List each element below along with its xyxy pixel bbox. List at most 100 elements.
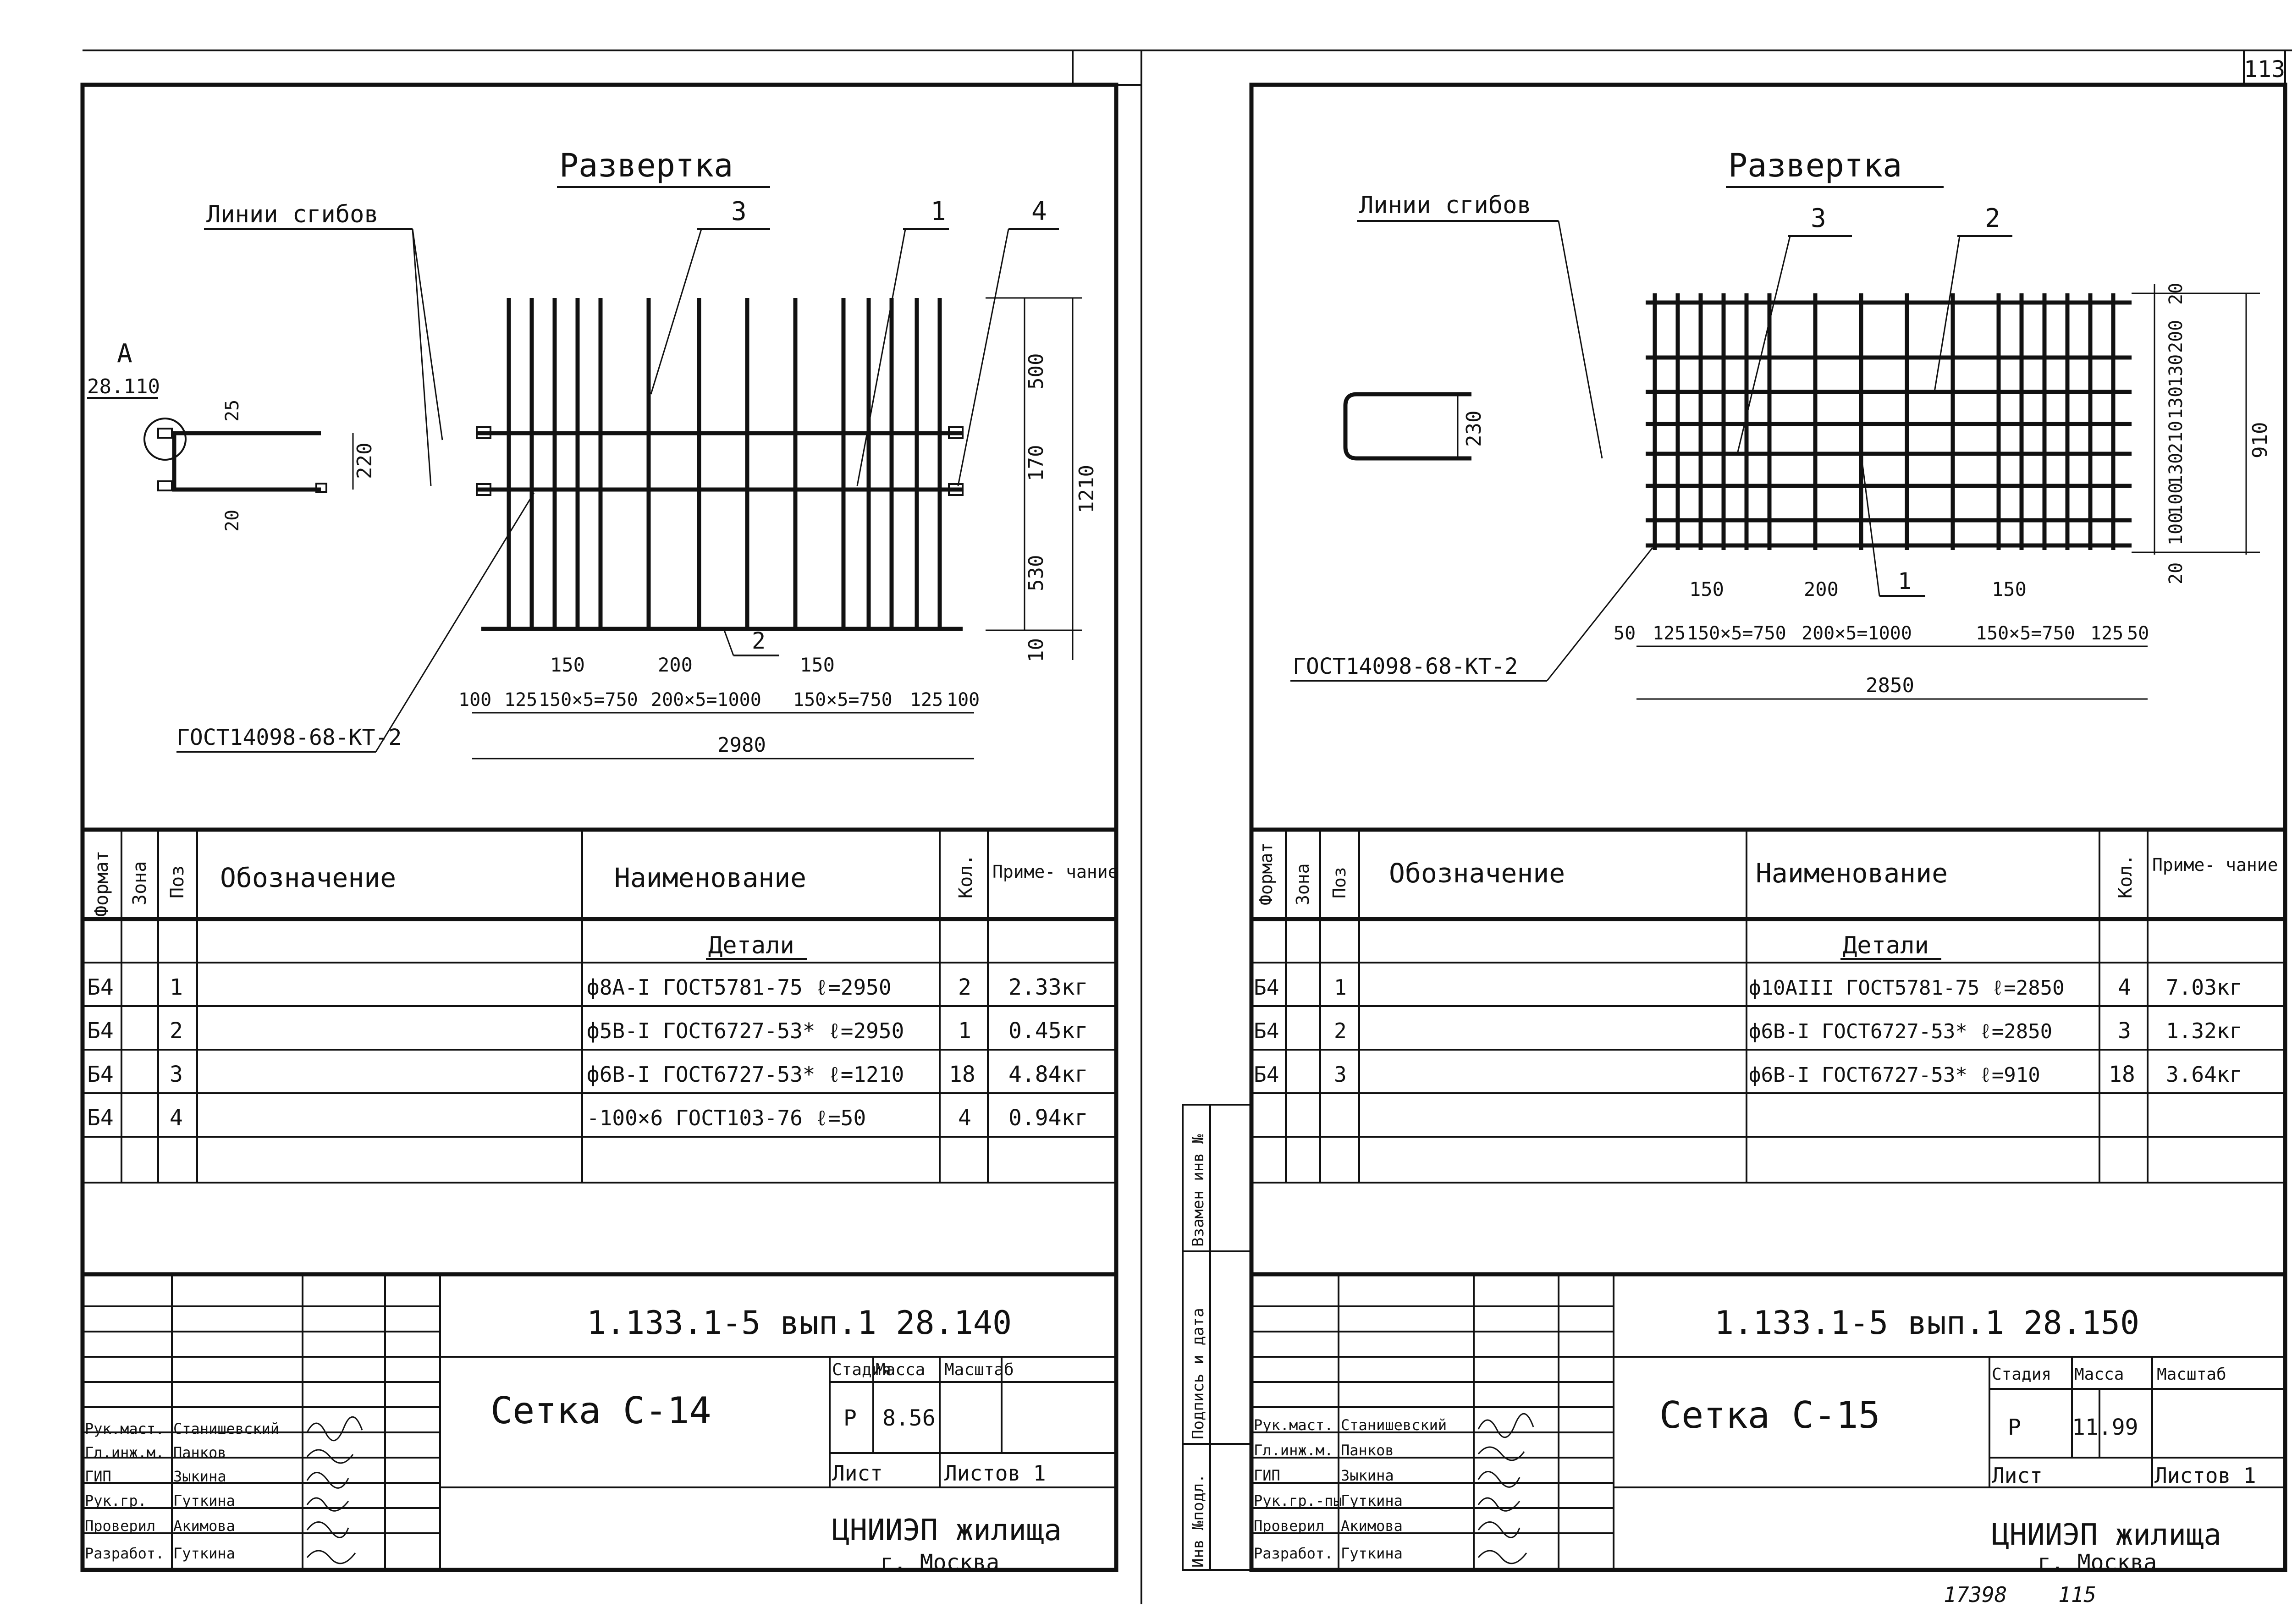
sheet2-vchain-6: 130 (2165, 354, 2187, 387)
sheet1-dim-10: 10 (1025, 638, 1048, 662)
sheet2-th-name: Наименование (1756, 858, 1948, 889)
sheet2-row1-format: Б4 (1254, 975, 1279, 1000)
sheet1-spacing-150a: 150 (550, 654, 585, 676)
sheet1-row3-name: ф6В-I ГОСТ6727-53* ℓ=1210 (587, 1062, 904, 1087)
sheet1-scale-header: Масштаб (944, 1360, 1014, 1379)
sheet1-chain-4: 150×5=750 (793, 689, 893, 710)
sheet2-total-length: 2850 (1866, 674, 1914, 697)
sheet1-signature-3 (306, 1472, 349, 1489)
sheet2-mass-value: 11.99 (2072, 1415, 2138, 1440)
sheet1-spec-table: Формат Зона Поз Обозначение Наименование… (83, 827, 1118, 1184)
sheet2-th-zone: Зона (1293, 863, 1313, 905)
sheet2-signature-4 (1477, 1497, 1521, 1512)
sheet2-p1-role: Рук.маст. (1254, 1416, 1333, 1434)
sheet2-p2-name: Панков (1341, 1442, 1394, 1459)
sheet1-row1-note: 2.33кг (1008, 974, 1088, 1000)
page-number: 113 (2244, 56, 2285, 83)
sheet1-chain-0: 100 (458, 689, 491, 710)
sheet1-organization: ЦНИИЭП жилища (832, 1514, 1062, 1547)
sheet1-spacing-150b: 150 (800, 654, 835, 676)
sheet2-chain-4: 150×5=750 (1976, 623, 2075, 644)
sheet1-th-designation: Обозначение (220, 862, 396, 893)
sheet1-row2-qty: 1 (958, 1018, 971, 1044)
sheet2-drawing-title: Сетка С-15 (1659, 1394, 1880, 1437)
sheet1-row4-note: 0.94кг (1008, 1105, 1088, 1131)
sheet2-chain-5: 125 (2090, 623, 2123, 644)
sheet1-th-qty: Кол. (955, 854, 976, 898)
sheet1-p5-name: Акимова (173, 1517, 235, 1535)
sheet1-callout-2: 2 (752, 628, 766, 654)
sheet1-dim-20: 20 (222, 510, 243, 532)
sheet1-row4-qty: 4 (958, 1105, 971, 1131)
sheet2-vchain-5: 130 (2165, 386, 2187, 419)
sheet1-sheets-count: Листов 1 (944, 1461, 1046, 1486)
sheet2-spacing-200: 200 (1804, 578, 1839, 600)
sheet1-row2-name: ф5В-I ГОСТ6727-53* ℓ=2950 (587, 1018, 904, 1043)
sheet1-drawing: Развертка Линии сгибов А 28.110 25 20 22… (87, 147, 1098, 760)
sheet2-signature-5 (1477, 1521, 1521, 1538)
sheet2-callout-3: 3 (1811, 204, 1826, 233)
sheet1-p4-role: Рук.гр. (85, 1492, 147, 1509)
sheet2-p6-role: Разработ. (1254, 1545, 1333, 1562)
sheet2-mesh (1646, 293, 2132, 550)
sheet1-detail-label: А (117, 339, 132, 369)
sheet2-scale-header: Масштаб (2157, 1365, 2226, 1384)
sheet2-fold-label: Линии сгибов (1359, 192, 1532, 219)
sheet1-doc-code: 1.133.1-5 вып.1 28.140 (587, 1304, 1012, 1342)
sheet1-p1-role: Рук.маст. (85, 1420, 164, 1437)
sheet2-p4-role: Рук.гр.-пы (1254, 1492, 1342, 1509)
sheet1-fold-label: Линии сгибов (206, 201, 379, 228)
stamp-signature-date: Подпись и дата (1189, 1308, 1207, 1439)
sheet2-p3-name: Зыкина (1341, 1467, 1394, 1484)
sheet1-chain-5: 125 (910, 689, 943, 710)
sheet1-stage-header: Стадия (832, 1360, 892, 1379)
stamp-original-inv: Инв №подл. (1189, 1474, 1207, 1568)
sheet1-signature-4 (306, 1497, 349, 1512)
sheet2-th-pos: Поз (1329, 867, 1350, 898)
sheet1-dim-530: 530 (1025, 555, 1048, 591)
sheet2-signature-2 (1477, 1446, 1525, 1461)
sheet1-p4-name: Гуткина (173, 1492, 235, 1509)
sheet2-vchain-0: 20 (2165, 562, 2187, 584)
sheet2-row3-name: ф6В-I ГОСТ6727-53* ℓ=910 (1749, 1063, 2040, 1087)
sheet1-signature-5 (306, 1521, 349, 1538)
sheet1-signature-2 (306, 1449, 354, 1464)
sheet1-p2-role: Гл.инж.м. (85, 1444, 164, 1461)
sheet1-th-name: Наименование (614, 862, 806, 893)
footer-number-1: 17398 (1944, 1582, 2007, 1607)
sheet1-dim-500: 500 (1025, 353, 1048, 390)
sheet1-chain-1: 125 (504, 689, 537, 710)
sheet1-row3-qty: 18 (949, 1062, 975, 1087)
sheet1-th-format: Формат (91, 851, 112, 917)
sheet1-gost-callout: ГОСТ14098-68-КТ-2 (176, 725, 402, 750)
sheet2-th-format: Формат (1256, 842, 1276, 905)
sheet2-th-designation: Обозначение (1389, 858, 1565, 889)
sheet1-detail-ref: 28.110 (87, 375, 160, 398)
sheet1-row1-name: ф8А-I ГОСТ5781-75 ℓ=2950 (587, 975, 892, 1000)
sheet2-doc-code: 1.133.1-5 вып.1 28.150 (1714, 1304, 2139, 1342)
side-stamp-strip: Взамен инв № Подпись и дата Инв №подл. (1182, 1104, 1252, 1571)
sheet2-callout-2: 2 (1985, 204, 2000, 233)
sheet2-vchain-4: 210 (2165, 421, 2187, 454)
sheet2-p5-name: Акимова (1341, 1517, 1403, 1535)
sheet1-chain-3: 200×5=1000 (651, 689, 761, 710)
sheet1-city: г. Москва (880, 1550, 999, 1575)
sheet1-p6-role: Разработ. (85, 1545, 164, 1562)
sheet2-p3-role: ГИП (1254, 1467, 1280, 1484)
sheet2-stage-header: Стадия (1992, 1365, 2051, 1384)
sheet2-organization: ЦНИИЭП жилища (1992, 1518, 2221, 1552)
footer-number-2: 115 (2058, 1582, 2096, 1607)
sheet1-spacing-200: 200 (658, 654, 693, 676)
sheet1-row2-format: Б4 (87, 1018, 114, 1044)
sheet2-spec-table: Формат Зона Поз Обозначение Наименование… (1251, 827, 2285, 1184)
sheet-frames: 113 (80, 50, 2292, 1604)
sheet2-row2-name: ф6В-I ГОСТ6727-53* ℓ=2850 (1749, 1020, 2052, 1043)
sheet2-row3-pos: 3 (1334, 1062, 1347, 1087)
sheet2-p2-role: Гл.инж.м. (1254, 1442, 1333, 1459)
sheet2-chain-0: 50 (1614, 623, 1636, 644)
sheet2-signature-6 (1477, 1550, 1527, 1564)
sheet2-row3-note: 3.64кг (2166, 1062, 2242, 1087)
sheet2-heading: Развертка (1728, 147, 1902, 184)
sheet1-p6-name: Гуткина (173, 1545, 235, 1562)
sheet2-dim-910: 910 (2248, 422, 2272, 458)
